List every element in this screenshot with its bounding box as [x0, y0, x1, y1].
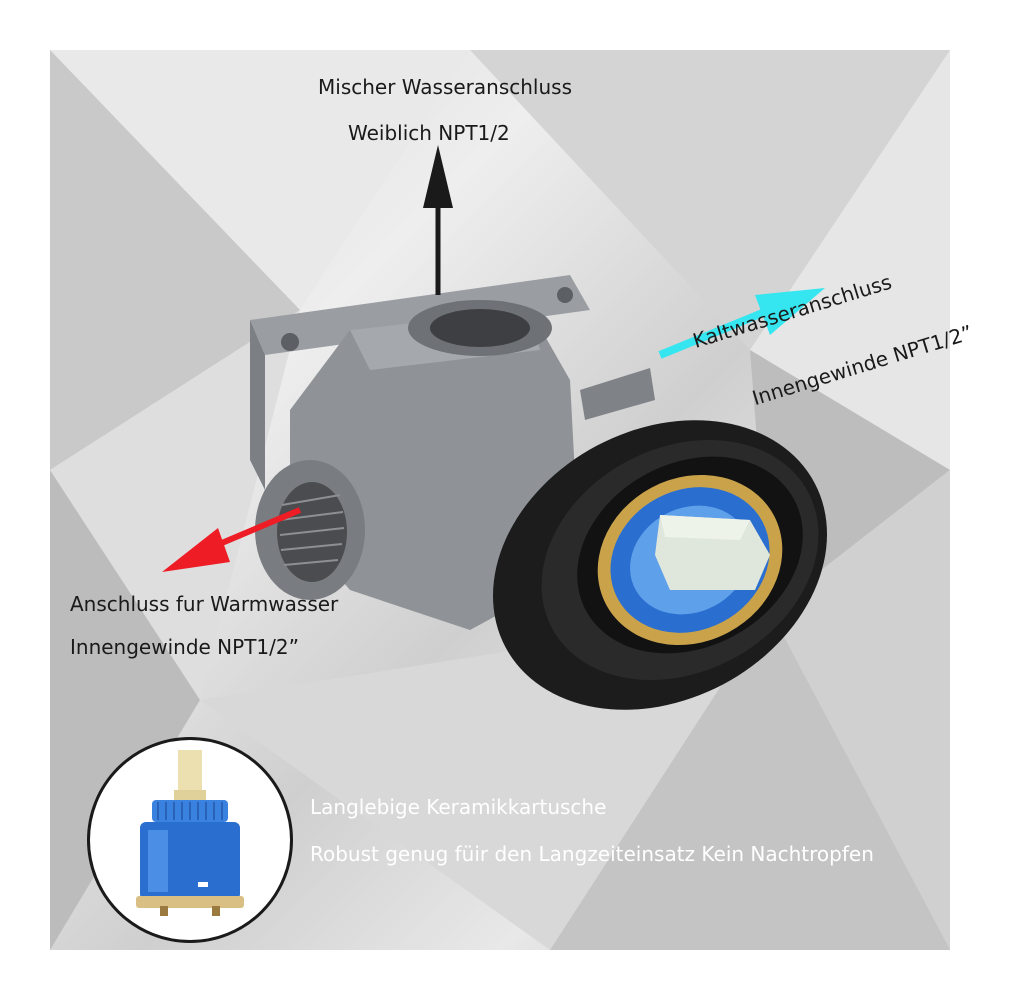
cartridge-title: Langlebige Keramikkartusche: [310, 795, 607, 819]
warm-water-spec: Innengewinde NPT1/2”: [70, 635, 299, 659]
cartridge-inset-circle: [87, 737, 293, 943]
top-connection-spec: Weiblich NPT1/2: [348, 121, 510, 145]
right-arrow-icon: [658, 288, 825, 359]
valve-body-illustration: [250, 275, 828, 710]
up-arrow-icon: [423, 145, 453, 295]
arrows-layer: [162, 145, 825, 572]
top-connection-label: Mischer Wasseranschluss: [318, 75, 573, 99]
warm-water-label: Anschluss fur Warmwasser: [70, 592, 339, 616]
left-arrow-icon: [162, 507, 302, 572]
ceramic-cartridge-illustration: [136, 750, 244, 916]
cartridge-description: Robust genug füir den Langzeiteinsatz Ke…: [310, 842, 874, 866]
